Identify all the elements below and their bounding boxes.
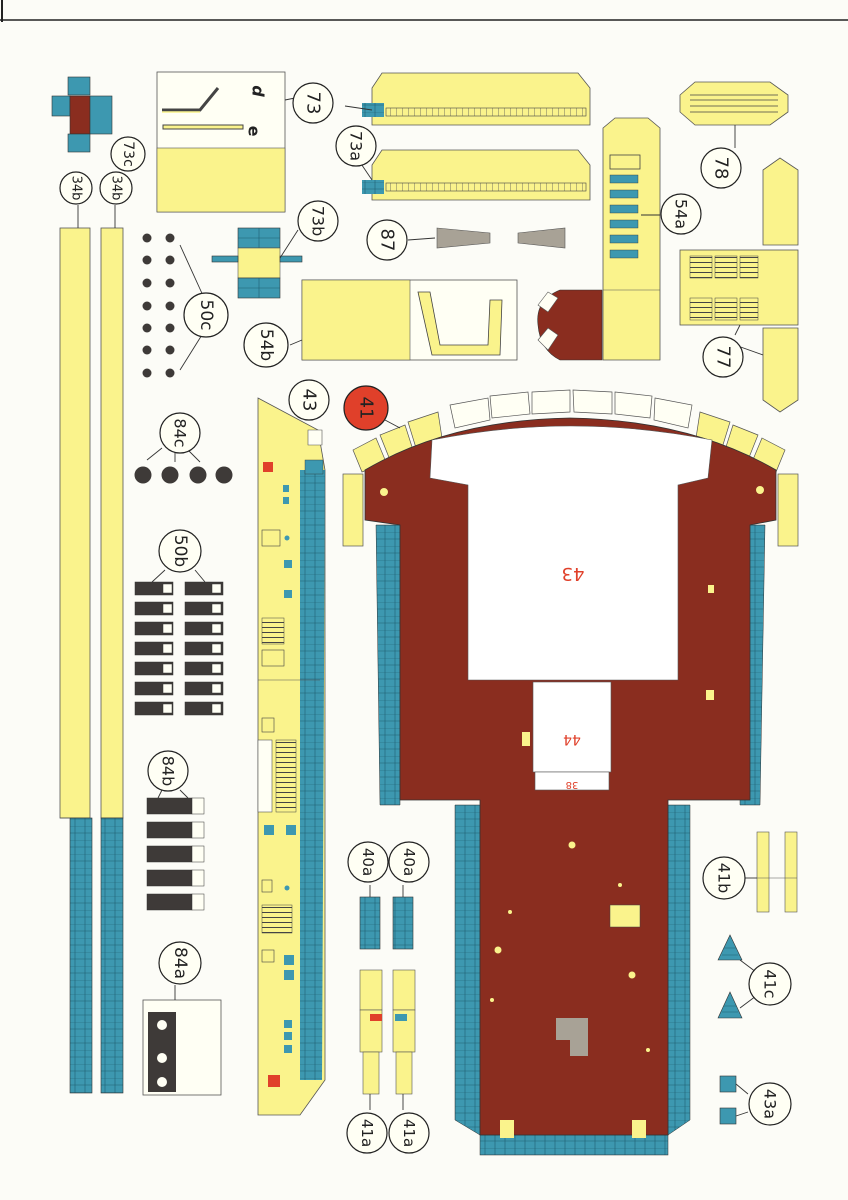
part-40a-left xyxy=(359,896,381,950)
svg-text:e: e xyxy=(245,126,264,137)
part-73c xyxy=(51,76,113,153)
svg-text:41a: 41a xyxy=(358,1119,376,1147)
part-54b xyxy=(301,279,518,361)
label-40a-right: 40a xyxy=(388,841,430,883)
label-43a: 43a xyxy=(748,1082,792,1126)
part-43a xyxy=(719,1075,737,1125)
label-87: 87 xyxy=(366,219,408,261)
label-41: 41 xyxy=(343,385,389,431)
label-41c: 41c xyxy=(748,962,792,1006)
part-87 xyxy=(436,227,566,249)
part-41c xyxy=(717,934,743,1019)
part-84b-windows xyxy=(146,797,205,911)
svg-text:73b: 73b xyxy=(309,206,328,237)
part-41a-left xyxy=(359,969,383,1095)
part-54a xyxy=(537,117,661,361)
label-84c: 84c xyxy=(159,412,201,454)
svg-text:73: 73 xyxy=(303,92,324,115)
svg-text:41: 41 xyxy=(356,397,377,420)
svg-text:84b: 84b xyxy=(159,756,178,787)
part-labels: 73 d e 73a 78 73c 34b 34b 54a xyxy=(59,82,792,1154)
part-34b-strip-right xyxy=(100,227,124,1094)
label-73d: d xyxy=(249,85,268,97)
svg-text:43a: 43a xyxy=(761,1089,780,1119)
svg-text:41c: 41c xyxy=(761,969,780,998)
label-54b: 54b xyxy=(243,322,289,368)
part-73 xyxy=(156,71,286,213)
svg-text:34b: 34b xyxy=(109,176,124,201)
label-40a-left: 40a xyxy=(347,841,389,883)
deck-label-43: 43 xyxy=(562,563,585,584)
label-84b: 84b xyxy=(147,750,189,792)
part-41b xyxy=(756,831,798,913)
label-84a: 84a xyxy=(158,941,202,985)
svg-text:40a: 40a xyxy=(359,848,377,876)
part-43-hull-side xyxy=(257,397,326,1116)
label-41b: 41b xyxy=(702,856,746,900)
label-50b: 50b xyxy=(158,529,202,573)
label-73a: 73a xyxy=(335,125,377,167)
part-84a xyxy=(142,999,222,1096)
svg-text:54b: 54b xyxy=(256,329,276,361)
svg-text:87: 87 xyxy=(377,229,398,252)
label-73: 73 xyxy=(292,82,334,124)
part-73a-strip-bottom xyxy=(362,149,591,201)
label-77: 77 xyxy=(702,336,744,378)
part-50b-windows xyxy=(134,581,224,716)
svg-text:84a: 84a xyxy=(170,947,190,979)
label-43: 43 xyxy=(288,379,330,421)
svg-text:78: 78 xyxy=(711,157,732,180)
label-73c: 73c xyxy=(110,136,146,172)
svg-text:54a: 54a xyxy=(672,199,691,229)
svg-text:73c: 73c xyxy=(120,141,136,167)
svg-text:77: 77 xyxy=(713,346,734,369)
label-78: 78 xyxy=(700,147,742,189)
svg-text:d: d xyxy=(249,85,268,97)
svg-text:41a: 41a xyxy=(400,1119,418,1147)
label-41a-left: 41a xyxy=(346,1112,388,1154)
part-73a-strip-top xyxy=(362,72,591,126)
svg-text:41b: 41b xyxy=(715,863,734,894)
leader-lines xyxy=(77,97,764,1117)
part-34b-strip-left xyxy=(59,227,93,1094)
svg-text:50c: 50c xyxy=(196,300,216,331)
label-73e: e xyxy=(245,126,264,137)
deck-label-38: 38 xyxy=(566,779,579,790)
label-73b: 73b xyxy=(297,200,339,242)
svg-text:34b: 34b xyxy=(69,176,84,201)
label-50c: 50c xyxy=(183,292,229,338)
part-40a-right xyxy=(392,896,414,950)
svg-text:40a: 40a xyxy=(400,848,418,876)
part-73b xyxy=(211,227,303,299)
label-34b-right: 34b xyxy=(99,171,133,205)
svg-text:43: 43 xyxy=(299,389,320,412)
part-50c-dots xyxy=(142,233,175,378)
deck-label-44: 44 xyxy=(563,731,581,747)
label-54a: 54a xyxy=(660,193,702,235)
deck-plan: 43 44 38 xyxy=(342,389,799,1156)
label-41a-right: 41a xyxy=(388,1112,430,1154)
svg-text:73a: 73a xyxy=(347,131,366,161)
part-78 xyxy=(679,81,789,126)
part-77 xyxy=(679,157,799,413)
part-41a-right xyxy=(392,969,416,1095)
svg-text:50b: 50b xyxy=(170,535,190,567)
svg-text:84c: 84c xyxy=(171,418,190,447)
label-34b-left: 34b xyxy=(59,171,93,205)
part-84c-discs xyxy=(134,466,233,484)
